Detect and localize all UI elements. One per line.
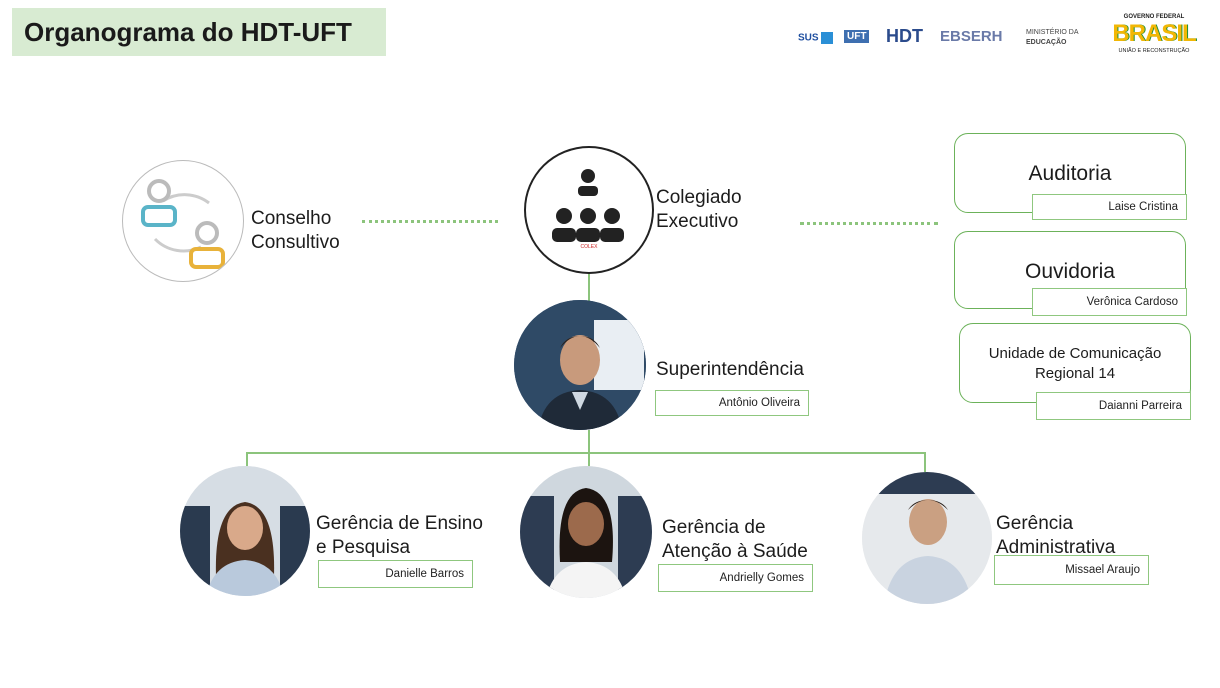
conselho-icon-circle [122,160,244,282]
governo-label: GOVERNO FEDERAL [1123,14,1185,20]
people-exchange-icon [141,179,225,269]
ministerio-logo: MINISTÉRIO DA EDUCAÇÃO [1026,28,1079,48]
ministerio-line1: MINISTÉRIO DA [1026,29,1079,36]
administrativa-label: Gerência Administrativa [996,512,1115,560]
auditoria-title: Auditoria [1028,162,1112,185]
ministerio-line2: EDUCAÇÃO [1026,38,1067,46]
governo-federal-logo: GOVERNO FEDERAL BRASIL UNIÃO E RECONSTRU… [1104,14,1204,54]
connector-administrativa [924,452,926,474]
uniao-label: UNIÃO E RECONSTRUÇÃO [1118,48,1190,54]
ensino-name: Danielle Barros [318,560,473,588]
comunicacao-line2: Regional 14 [1034,365,1116,383]
connector-staff [800,222,938,225]
comunicacao-box: Unidade de Comunicação Regional 14 [959,323,1191,403]
administrativa-line2: Administrativa [996,536,1116,558]
atencao-line2: Atenção à Saúde [662,540,808,562]
colegiado-icon-circle: COLEX [524,146,654,274]
ensino-photo [180,466,310,596]
connector-super-trunk [588,430,590,452]
ensino-line1: Gerência de Ensino [316,513,483,534]
auditoria-name: Laise Cristina [1032,194,1187,220]
title-banner [12,8,386,56]
sus-logo-text: SUS [798,32,819,44]
brasil-wordmark: BRASIL [1112,20,1196,47]
connector-atencao [588,452,590,468]
superintendencia-name: Antônio Oliveira [655,390,809,416]
administrativa-line1: Gerência [996,513,1074,534]
connector-horizontal [246,452,926,454]
conselho-label: Conselho Consultivo [251,207,340,255]
hdt-logo: HDT [886,26,923,46]
conselho-line1: Conselho [251,208,332,229]
colex-badge: COLEX [580,244,598,250]
comunicacao-name: Daianni Parreira [1036,392,1191,420]
colegiado-line2: Executivo [656,210,739,232]
colegiado-label: Colegiado Executivo [656,186,742,234]
atencao-photo [520,466,652,598]
logo-bar: SUS UFT HDT EBSERH MINISTÉRIO DA EDUCAÇÃ… [792,14,1212,68]
cross-icon [821,32,834,44]
atencao-name: Andrielly Gomes [658,564,813,592]
administrativa-photo [862,472,992,604]
colegiado-line1: Colegiado [656,187,742,208]
group-meeting-icon [552,169,624,242]
page-title: Organograma do HDT-UFT [24,17,352,47]
sus-logo: SUS [798,32,834,44]
connector-ensino [246,452,248,468]
ensino-label: Gerência de Ensino e Pesquisa [316,512,483,560]
connector-colegiado-super [588,268,590,304]
uft-logo: UFT [844,30,870,43]
ouvidoria-name: Verônica Cardoso [1032,288,1187,316]
person-avatar-icon [862,472,992,604]
superintendencia-photo [514,300,646,430]
atencao-line1: Gerência de [662,517,766,538]
superintendencia-title: Superintendência [656,359,804,380]
comunicacao-line1: Unidade de Comunicação [988,345,1162,362]
person-avatar-icon [514,300,646,430]
connector-conselho [362,220,498,223]
ensino-line2: e Pesquisa [316,536,411,558]
conselho-line2: Consultivo [251,231,340,253]
ebserh-logo: EBSERH [940,28,1003,45]
person-avatar-icon [180,466,310,596]
person-avatar-icon [520,466,652,598]
atencao-label: Gerência de Atenção à Saúde [662,516,808,564]
ouvidoria-title: Ouvidoria [1025,260,1115,283]
comunicacao-title: Unidade de Comunicação Regional 14 [960,344,1190,385]
administrativa-name: Missael Araujo [994,555,1149,585]
